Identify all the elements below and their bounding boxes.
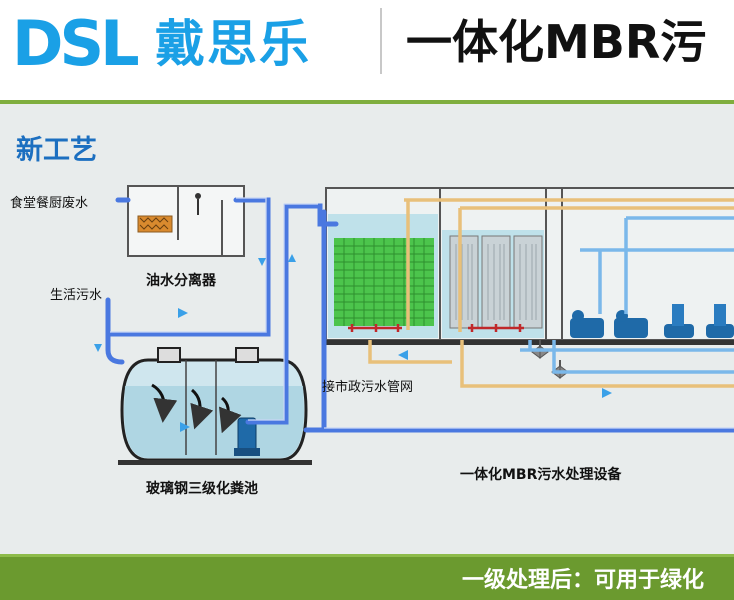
flow-arrows [94, 254, 612, 432]
effluent-pipes [520, 216, 734, 374]
sludge-air-pipes [368, 198, 734, 388]
label-municipal-pipe: 接市政污水管网 [322, 380, 414, 395]
footer-banner: 一级处理后：可用于绿化 [0, 554, 734, 600]
label-domestic-sewage: 生活污水 [50, 288, 103, 303]
header: DSL 戴思乐 一体化MBR污 [0, 0, 734, 100]
footer-text: 一级处理后：可用于绿化 [462, 568, 705, 593]
label-mbr-equipment: 一体化MBR污水处理设备 [460, 467, 622, 483]
label-canteen-wastewater: 食堂餐厨废水 [10, 196, 89, 211]
oil-separator-tank [127, 185, 245, 257]
logo-latin: DSL [12, 7, 140, 80]
footer-stripe [0, 554, 734, 557]
logo-chinese: 戴思乐 [155, 15, 311, 73]
label-oil-separator: 油水分离器 [146, 273, 216, 289]
header-green-rule [0, 100, 734, 104]
sewage-pipes [105, 197, 734, 433]
process-diagram [94, 185, 734, 465]
pumps-and-blowers [570, 304, 734, 338]
label-septic-tank: 玻璃钢三级化粪池 [146, 481, 258, 497]
header-title: 一体化MBR污 [406, 15, 707, 69]
header-divider [380, 8, 382, 74]
section-label: 新工艺 [16, 135, 97, 166]
septic-tank [118, 347, 312, 465]
